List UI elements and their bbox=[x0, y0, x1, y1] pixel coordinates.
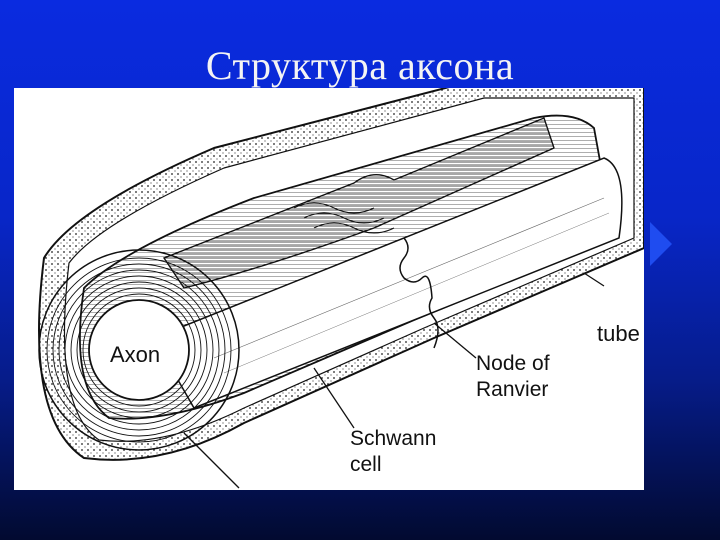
slide-title: Структура аксона bbox=[205, 43, 515, 88]
label-tube: tube bbox=[597, 321, 640, 346]
leader-lines bbox=[183, 272, 605, 489]
axon-structure-diagram: Axon tube Node of Ranvier Schwann cell bbox=[14, 88, 644, 490]
node-of-ranvier-gap bbox=[399, 237, 439, 349]
label-schwann-line2: cell bbox=[350, 453, 382, 476]
label-node-line2: Ranvier bbox=[476, 378, 548, 401]
cross-section-rings bbox=[38, 249, 240, 451]
axon-illustration: Axon tube Node of Ranvier Schwann cell bbox=[38, 88, 644, 489]
axon-body bbox=[152, 157, 623, 409]
next-slide-arrow-icon[interactable] bbox=[650, 222, 672, 266]
label-node-line1: Node of bbox=[476, 352, 550, 375]
label-axon: Axon bbox=[110, 342, 160, 367]
label-schwann-line1: Schwann bbox=[350, 427, 436, 450]
